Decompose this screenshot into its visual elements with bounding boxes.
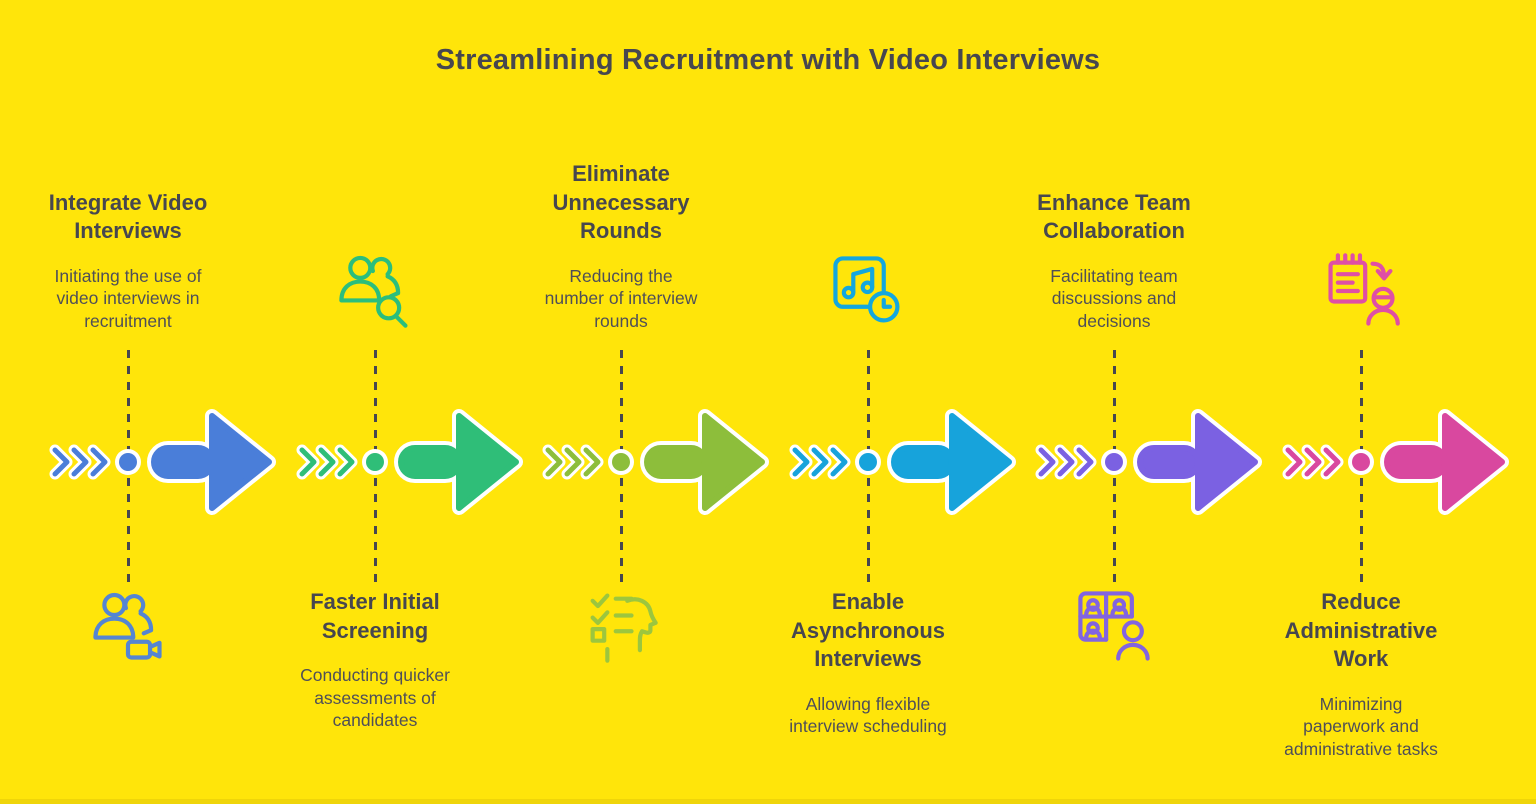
timeline-dot — [115, 449, 141, 475]
step-heading: Enhance Team Collaboration — [1037, 189, 1191, 244]
people-video-icon — [86, 584, 170, 668]
triple-chevron-icon — [49, 444, 111, 480]
triple-chevron-icon — [296, 444, 358, 480]
notepad-person-icon — [1319, 249, 1403, 333]
timeline-segment — [49, 409, 276, 515]
step-description: Conducting quicker assessments of candid… — [300, 665, 450, 730]
dashed-connector — [1359, 350, 1363, 582]
triple-chevron-icon — [1035, 444, 1097, 480]
arrow-right-icon — [887, 409, 1016, 515]
dashed-connector — [1112, 350, 1116, 582]
timeline-dot — [1348, 449, 1374, 475]
arrow-right-icon — [147, 409, 276, 515]
timeline-segment — [542, 409, 769, 515]
timeline-dot — [1101, 449, 1127, 475]
step-description: Allowing flexible interview scheduling — [789, 693, 947, 737]
timeline-dot — [855, 449, 881, 475]
step-heading: Faster Initial Screening — [310, 589, 440, 643]
arrow-right-icon — [1380, 409, 1509, 515]
step-heading: Integrate Video Interviews — [48, 189, 208, 244]
step-description: Facilitating team discussions and decisi… — [1050, 265, 1178, 331]
step-heading: Reduce Administrative Work — [1284, 589, 1438, 672]
timeline-segment — [1035, 409, 1262, 515]
step-text-block: Enable Asynchronous Interviews Allowing … — [743, 588, 993, 738]
triple-chevron-icon — [789, 444, 851, 480]
step-heading: Eliminate Unnecessary Rounds — [552, 161, 690, 244]
timeline-segment — [789, 409, 1016, 515]
step-description: Minimizing paperwork and administrative … — [1284, 693, 1438, 759]
step-text-block: Integrate Video Interviews Initiating th… — [3, 140, 253, 332]
triple-chevron-icon — [542, 444, 604, 480]
dashed-connector — [373, 350, 377, 582]
checklist-head-icon — [579, 584, 663, 668]
people-search-icon — [333, 249, 417, 333]
arrow-right-icon — [1133, 409, 1262, 515]
music-clock-icon — [826, 249, 910, 333]
timeline-segment — [1282, 409, 1509, 515]
step-text-block: Reduce Administrative Work Minimizing pa… — [1236, 588, 1486, 760]
page-title: Streamlining Recruitment with Video Inte… — [435, 44, 1101, 76]
step-description: Reducing the number of interview rounds — [544, 265, 698, 331]
dashed-connector — [866, 350, 870, 582]
arrow-right-icon — [640, 409, 769, 515]
bottom-edge-strip — [0, 799, 1536, 804]
triple-chevron-icon — [1282, 444, 1344, 480]
arrow-right-icon — [394, 409, 523, 515]
video-call-grid-icon — [1072, 584, 1156, 668]
step-description: Initiating the use of video interviews i… — [54, 265, 202, 331]
step-heading: Enable Asynchronous Interviews — [790, 589, 946, 672]
dashed-connector — [619, 350, 623, 582]
dashed-connector — [126, 350, 130, 582]
step-text-block: Faster Initial Screening Conducting quic… — [250, 588, 500, 731]
timeline-segment — [296, 409, 523, 515]
step-text-block: Eliminate Unnecessary Rounds Reducing th… — [496, 140, 746, 332]
timeline-dot — [608, 449, 634, 475]
timeline-dot — [362, 449, 388, 475]
step-text-block: Enhance Team Collaboration Facilitating … — [989, 140, 1239, 332]
